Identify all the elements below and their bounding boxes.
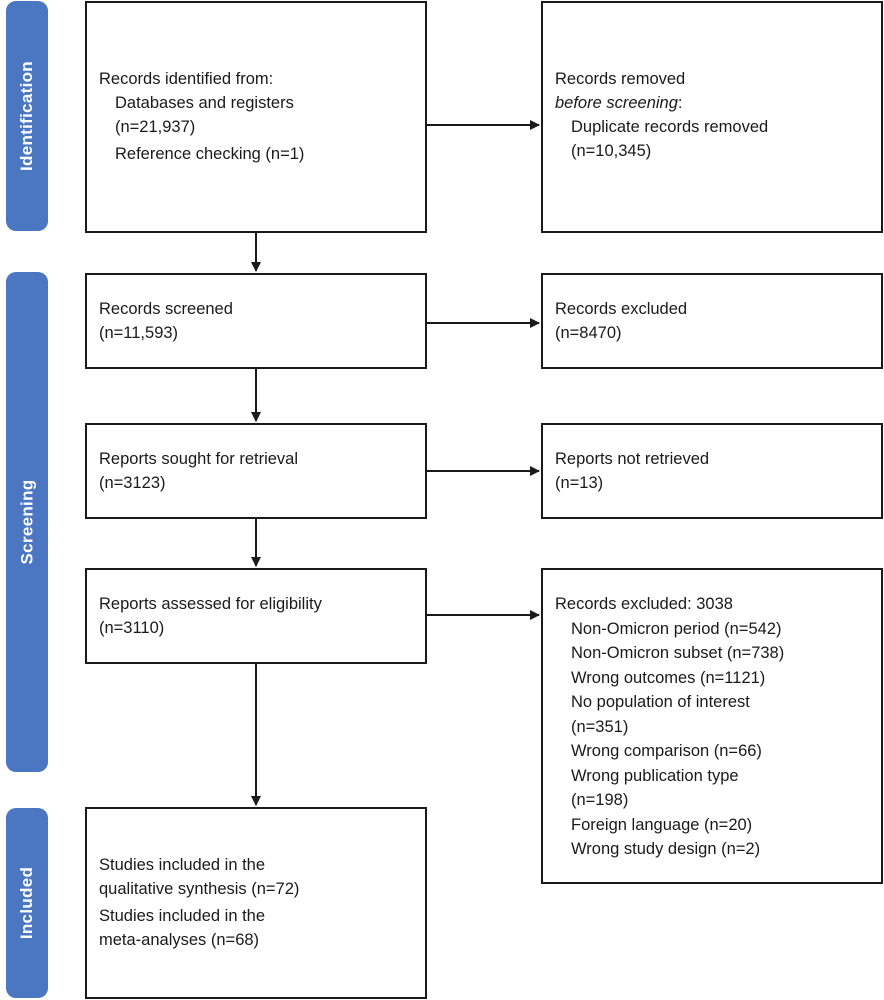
records-identified-heading: Records identified from: bbox=[99, 70, 274, 88]
reference-checking-label: Reference checking (n=1) bbox=[115, 145, 305, 163]
reports-not-retrieved-label: Reports not retrieved bbox=[555, 450, 710, 468]
exclusion-reason: Non-Omicron subset (n=738) bbox=[571, 644, 785, 662]
exclusion-reason-count: (n=351) bbox=[571, 717, 629, 736]
exclusion-reason: Wrong publication type bbox=[571, 766, 739, 785]
reports-assessed-count: (n=3110) bbox=[99, 619, 165, 637]
records-removed-box: Records removed before screening: Duplic… bbox=[541, 1, 883, 233]
records-excluded-count: (n=8470) bbox=[555, 324, 622, 342]
exclusion-reason: Foreign language (n=20) bbox=[571, 815, 753, 834]
before-screening-text: before screening bbox=[555, 94, 678, 112]
exclusion-reason-count: (n=198) bbox=[571, 791, 629, 809]
exclusion-reason: Wrong outcomes (n=1121) bbox=[571, 668, 766, 687]
records-identified-box: Records identified from: Databases and r… bbox=[85, 1, 427, 233]
records-removed-subheading: before screening: bbox=[555, 91, 875, 115]
records-excluded-box: Records excluded (n=8470) bbox=[541, 273, 883, 369]
records-removed-heading: Records removed bbox=[555, 70, 686, 88]
qualitative-synthesis-line1: Studies included in the bbox=[99, 856, 266, 874]
qualitative-synthesis-line2: qualitative synthesis (n=72) bbox=[99, 880, 300, 898]
before-screening-colon: : bbox=[677, 94, 683, 112]
meta-analyses-line2: meta-analyses (n=68) bbox=[99, 931, 260, 949]
studies-included-box: Studies included in the qualitative synt… bbox=[85, 807, 427, 999]
phase-label-screening: Screening bbox=[6, 272, 48, 772]
records-screened-label: Records screened bbox=[99, 300, 233, 318]
reports-assessed-box: Reports assessed for eligibility (n=3110… bbox=[85, 568, 427, 664]
reports-sought-label: Reports sought for retrieval bbox=[99, 450, 299, 468]
reports-not-retrieved-box: Reports not retrieved (n=13) bbox=[541, 423, 883, 519]
reports-sought-box: Reports sought for retrieval (n=3123) bbox=[85, 423, 427, 519]
eligibility-excluded-heading: Records excluded: 3038 bbox=[555, 595, 733, 613]
databases-registers-count: (n=21,937) bbox=[115, 118, 196, 136]
eligibility-excluded-box: Records excluded: 3038 Non-Omicron perio… bbox=[541, 568, 883, 884]
meta-analyses-line1: Studies included in the bbox=[99, 907, 266, 925]
databases-registers-label: Databases and registers bbox=[115, 94, 294, 112]
exclusion-reason: Wrong comparison (n=66) bbox=[571, 742, 762, 760]
reports-sought-count: (n=3123) bbox=[99, 474, 166, 492]
duplicates-removed-count: (n=10,345) bbox=[571, 142, 652, 160]
reports-not-retrieved-count: (n=13) bbox=[555, 474, 604, 492]
exclusion-reason: Wrong study design (n=2) bbox=[571, 840, 761, 858]
phase-label-identification: Identification bbox=[6, 1, 48, 231]
duplicates-removed-label: Duplicate records removed bbox=[571, 118, 769, 136]
exclusion-reason: Non-Omicron period (n=542) bbox=[571, 619, 782, 638]
records-excluded-label: Records excluded bbox=[555, 300, 688, 318]
reports-assessed-label: Reports assessed for eligibility bbox=[99, 595, 322, 613]
exclusion-reason: No population of interest bbox=[571, 693, 750, 711]
records-screened-box: Records screened (n=11,593) bbox=[85, 273, 427, 369]
phase-label-included: Included bbox=[6, 808, 48, 998]
records-screened-count: (n=11,593) bbox=[99, 324, 179, 342]
